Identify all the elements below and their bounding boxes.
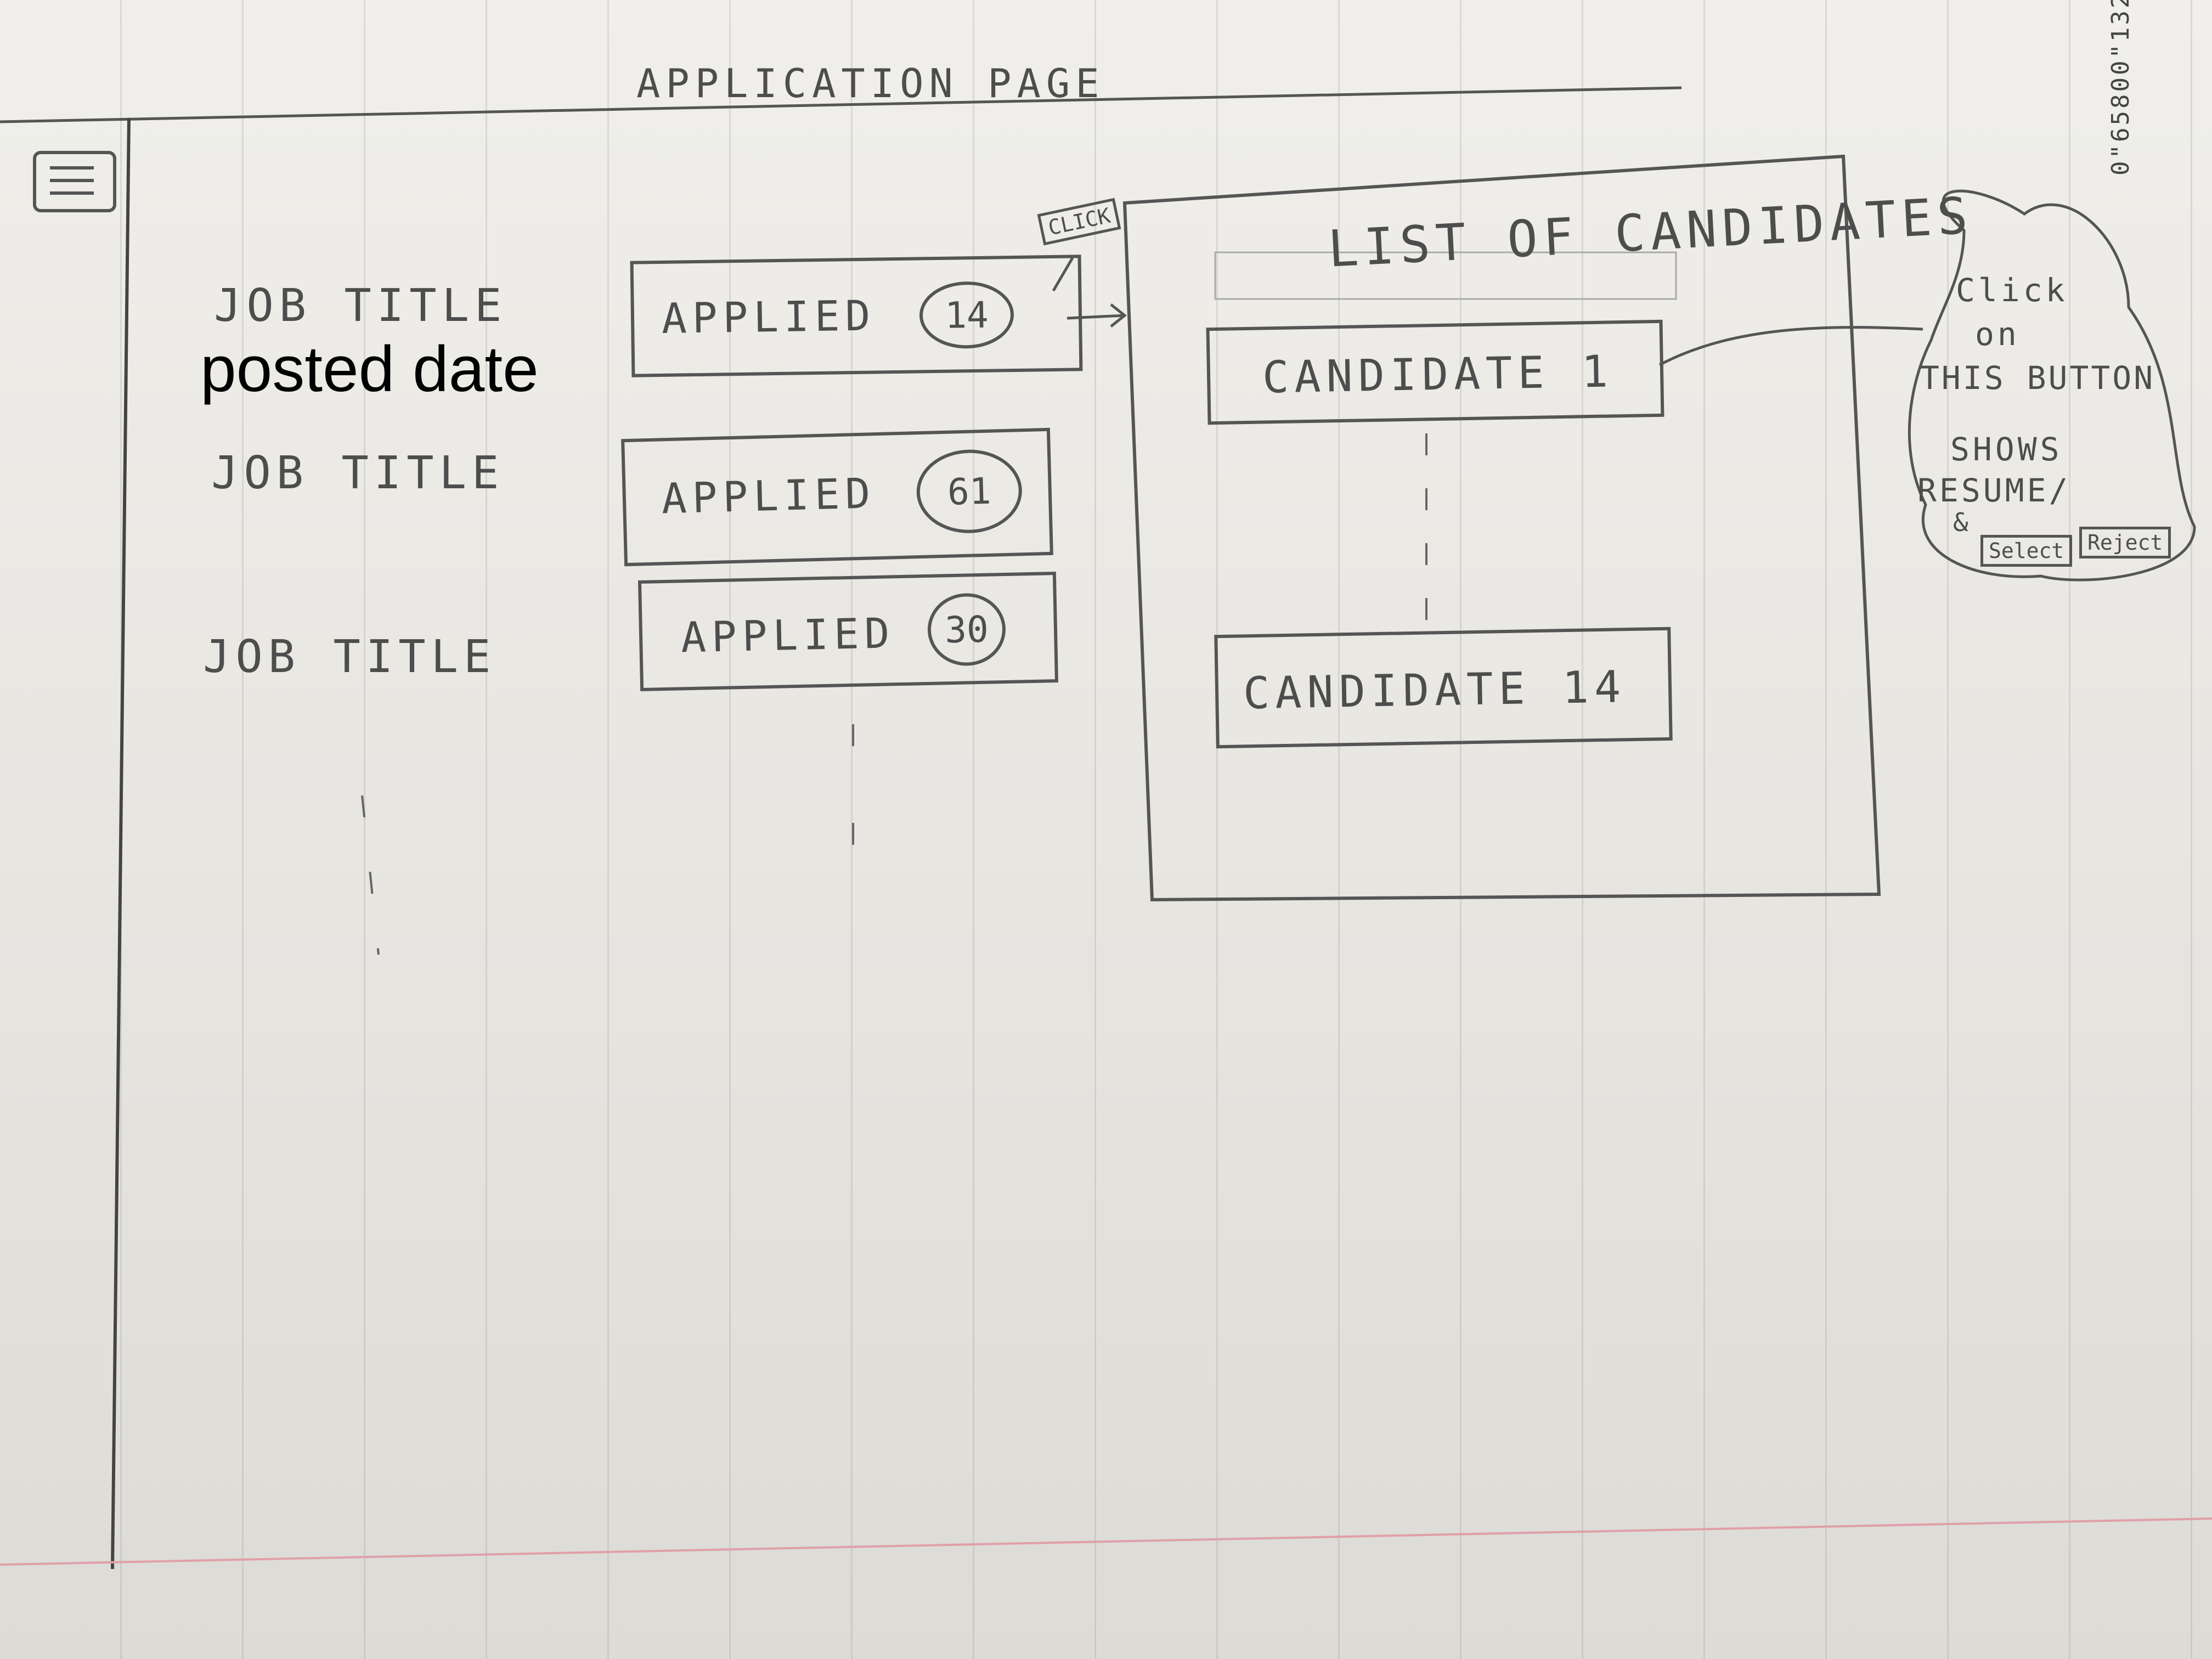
applied-label: APPLIED [661, 469, 877, 523]
callout-text: THIS BUTTON [1920, 359, 2155, 397]
callout-text: SHOWS [1950, 431, 2063, 468]
select-button[interactable]: Select [1980, 535, 2073, 567]
job-title: JOB TITLE [214, 280, 507, 332]
applied-label: APPLIED [661, 291, 876, 343]
callout-text: & [1953, 507, 1974, 537]
applied-count-badge: 30 [927, 592, 1007, 667]
callout-text: RESUME/ [1917, 472, 2071, 509]
applied-label: APPLIED [680, 608, 896, 662]
applied-count-badge: 61 [915, 448, 1023, 535]
posted-date: posted date [200, 333, 539, 405]
callout-text: on [1975, 315, 2020, 353]
candidate-name: CANDIDATE 1 [1262, 346, 1614, 403]
job-title: JOB TITLE [211, 447, 505, 499]
callout-text: Click [1956, 272, 2068, 309]
applied-button[interactable]: APPLIED 30 [637, 572, 1059, 691]
applied-button[interactable]: APPLIED 14 [630, 255, 1083, 377]
reject-button[interactable]: Reject [2079, 527, 2171, 558]
candidate-row[interactable]: CANDIDATE 1 [1206, 319, 1664, 425]
page-title: APPLICATION PAGE [636, 60, 1105, 106]
menu-icon[interactable] [33, 151, 116, 212]
applied-count-badge: 14 [919, 280, 1014, 349]
page-edge-text: 0"65800"1322 [2107, 0, 2135, 176]
applied-button[interactable]: APPLIED 61 [621, 427, 1053, 567]
candidate-name: CANDIDATE 14 [1243, 661, 1627, 719]
job-title: JOB TITLE [203, 631, 496, 683]
candidate-row[interactable]: CANDIDATE 14 [1214, 627, 1673, 749]
